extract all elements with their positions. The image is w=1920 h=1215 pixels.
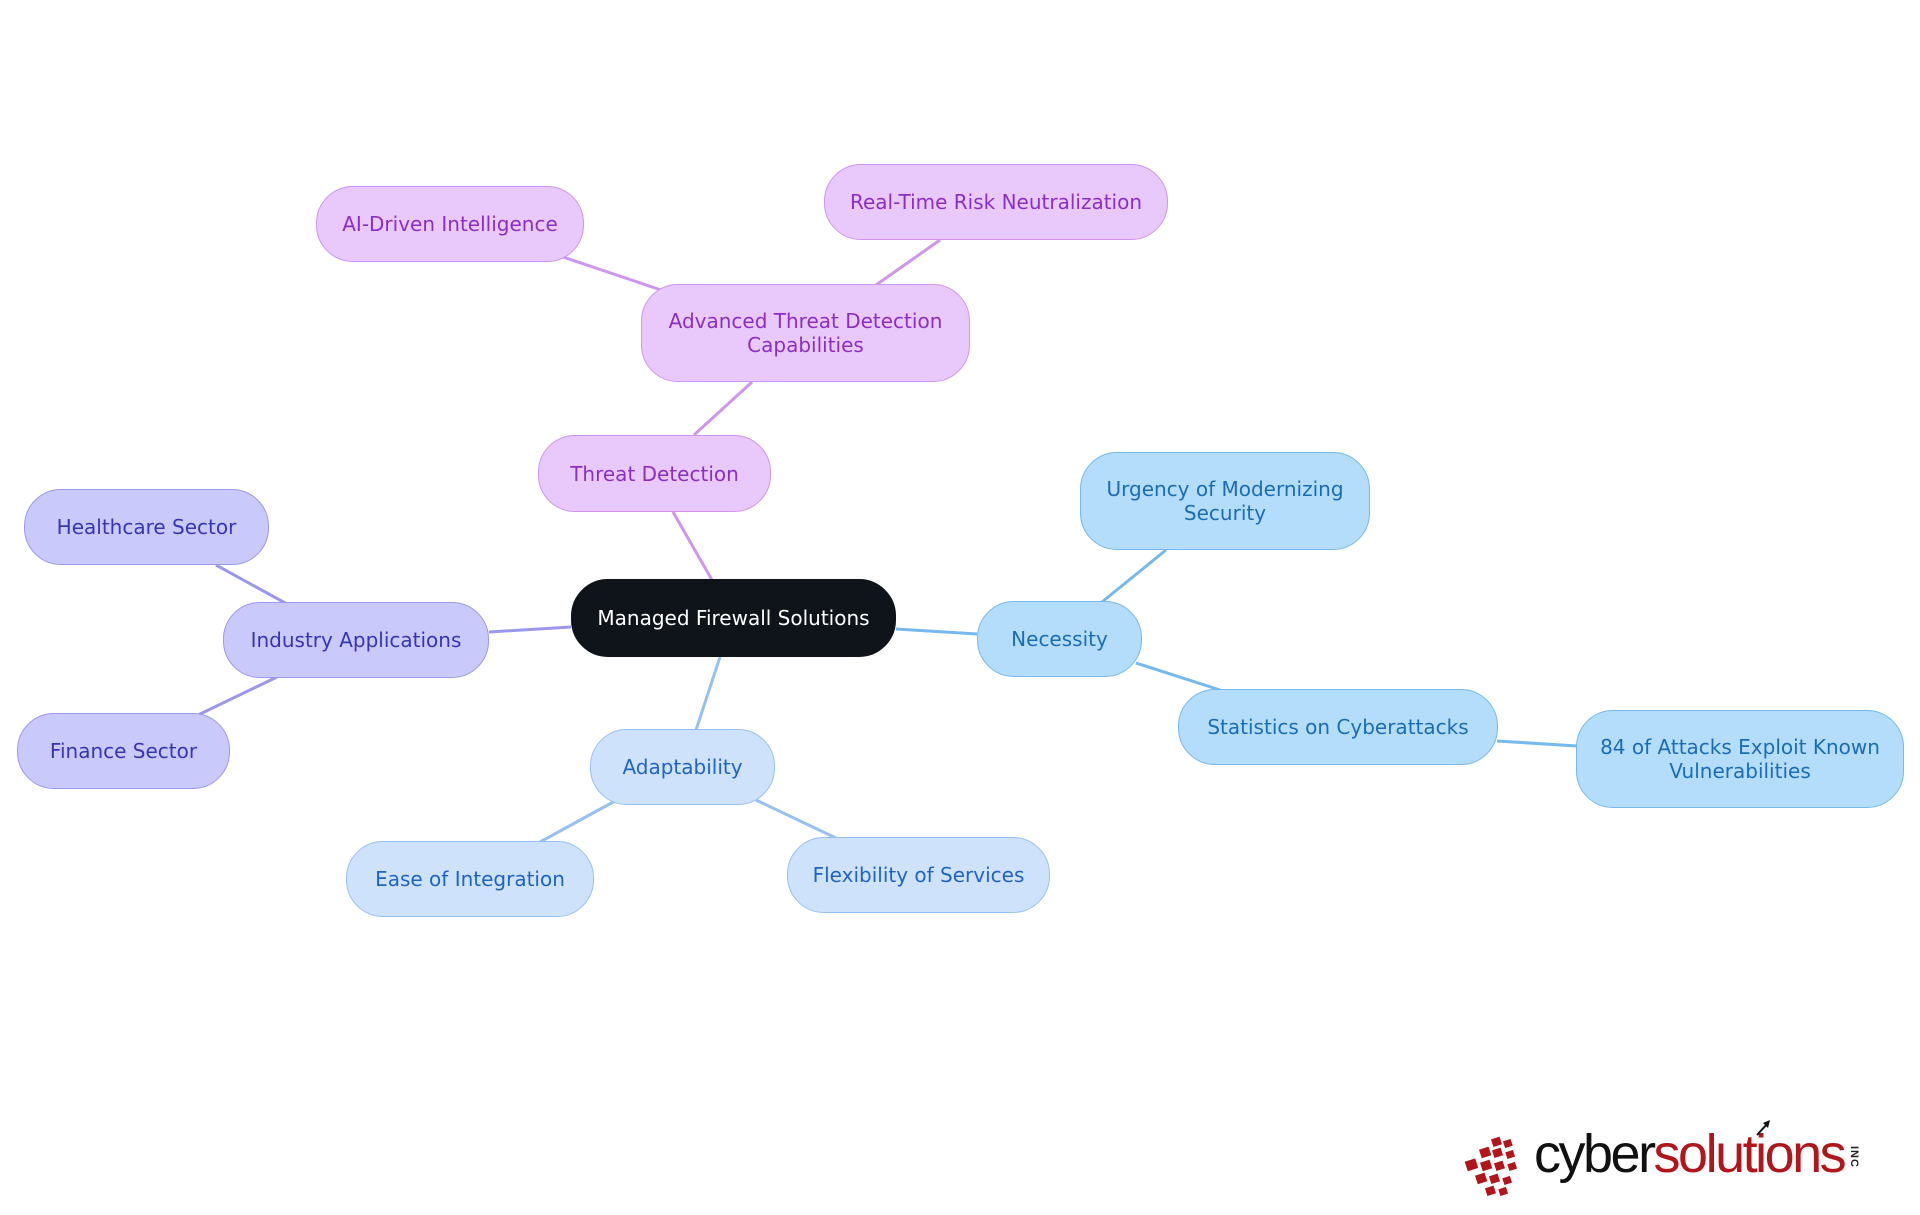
edge-root-adapt xyxy=(694,656,722,731)
industry-applications-label: Industry Applications xyxy=(250,628,462,652)
threat-detection-node[interactable]: Threat Detection xyxy=(538,435,771,512)
edge-stats-84 xyxy=(1496,739,1578,748)
finance-sector-label: Finance Sector xyxy=(49,739,198,763)
adaptability-label: Adaptability xyxy=(622,755,743,779)
attacks-exploit-vulnerabilities-node[interactable]: 84 of Attacks Exploit Known Vulnerabilit… xyxy=(1576,710,1904,808)
logo-wordmark: cybersolutions xyxy=(1534,1124,1847,1184)
edge-root-necessity xyxy=(895,627,978,636)
edge-threat-advanced xyxy=(692,380,754,437)
logo-pixel-mark-icon xyxy=(1464,1136,1518,1197)
healthcare-sector-node[interactable]: Healthcare Sector xyxy=(24,489,269,565)
ai-driven-intelligence-node[interactable]: AI-Driven Intelligence xyxy=(316,186,584,262)
logo-text-solutions: solutions xyxy=(1653,1124,1847,1184)
edge-root-industry xyxy=(488,625,572,634)
urgency-label-line2: Security xyxy=(1183,501,1267,525)
threat-detection-label: Threat Detection xyxy=(570,461,739,486)
ease-of-integration-label: Ease of Integration xyxy=(375,867,565,891)
necessity-label: Necessity xyxy=(1011,627,1108,651)
industry-applications-node[interactable]: Industry Applications xyxy=(223,602,489,678)
edge-adapt-flex xyxy=(755,798,839,841)
central-topic-node[interactable]: Managed Firewall Solutions xyxy=(571,579,896,657)
edge-necessity-stats xyxy=(1135,661,1221,692)
advanced-threat-label-line1: Advanced Threat Detection xyxy=(668,309,943,333)
edge-adapt-ease xyxy=(539,799,616,844)
urgency-of-modernizing-node[interactable]: Urgency of Modernizing Security xyxy=(1080,452,1370,550)
edge-industry-health xyxy=(215,563,288,606)
real-time-risk-node[interactable]: Real-Time Risk Neutralization xyxy=(824,164,1168,240)
urgency-label-line1: Urgency of Modernizing xyxy=(1106,477,1344,501)
logo-text-cyber: cyber xyxy=(1534,1124,1656,1184)
central-topic-label: Managed Firewall Solutions xyxy=(597,606,870,630)
logo-arrow-icon xyxy=(1756,1120,1770,1136)
necessity-node[interactable]: Necessity xyxy=(977,601,1142,677)
statistics-on-cyberattacks-node[interactable]: Statistics on Cyberattacks xyxy=(1178,689,1498,765)
logo-inc-suffix: INC xyxy=(1848,1146,1860,1168)
edge-advanced-ai xyxy=(562,255,662,292)
flexibility-of-services-label: Flexibility of Services xyxy=(812,863,1025,887)
advanced-threat-detection-node[interactable]: Advanced Threat Detection Capabilities xyxy=(641,284,970,382)
ai-driven-intelligence-label: AI-Driven Intelligence xyxy=(342,212,558,236)
attacks-exploit-label-line1: 84 of Attacks Exploit Known xyxy=(1600,735,1880,759)
ease-of-integration-node[interactable]: Ease of Integration xyxy=(346,841,594,917)
attacks-exploit-label-line2: Vulnerabilities xyxy=(1669,759,1811,783)
cybersolutions-logo: cybersolutions INC xyxy=(1462,1118,1882,1198)
finance-sector-node[interactable]: Finance Sector xyxy=(17,713,230,789)
advanced-threat-label-line2: Capabilities xyxy=(747,333,864,357)
edge-industry-finance xyxy=(197,675,278,717)
edge-advanced-realtime xyxy=(875,238,941,287)
real-time-risk-label: Real-Time Risk Neutralization xyxy=(849,190,1143,214)
healthcare-sector-label: Healthcare Sector xyxy=(56,515,237,539)
edge-necessity-urgency xyxy=(1101,548,1167,604)
edge-root-threat xyxy=(671,511,714,581)
statistics-label: Statistics on Cyberattacks xyxy=(1207,715,1469,739)
flexibility-of-services-node[interactable]: Flexibility of Services xyxy=(787,837,1050,913)
adaptability-node[interactable]: Adaptability xyxy=(590,729,775,805)
